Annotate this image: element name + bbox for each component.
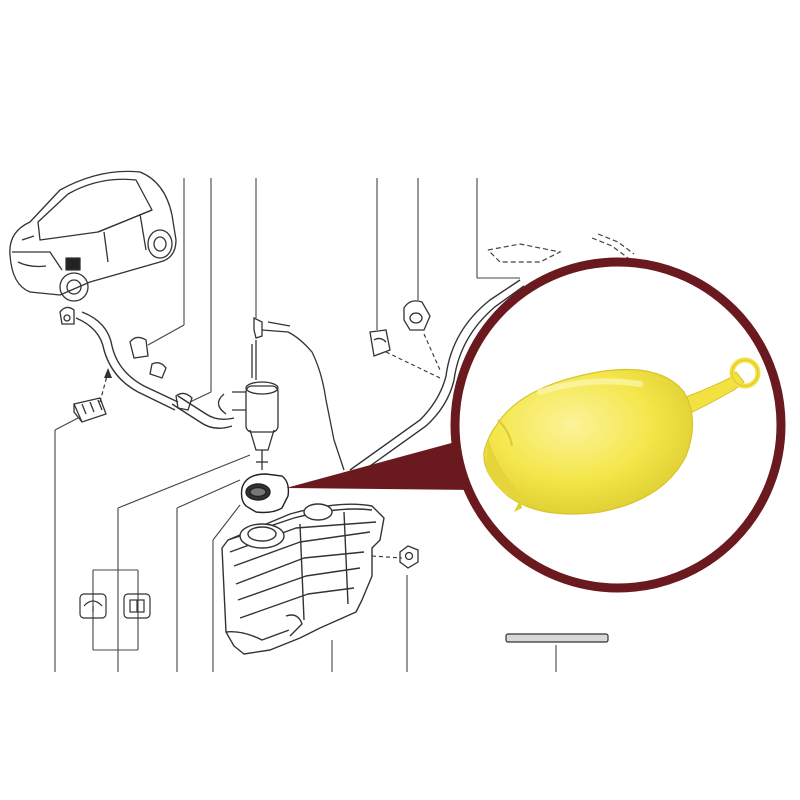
callout-pointer bbox=[286, 438, 476, 490]
leader-lines bbox=[54, 178, 557, 672]
washer-reservoir-icon bbox=[221, 503, 385, 655]
car-overview-icon bbox=[9, 170, 177, 302]
hose-connector-icon bbox=[129, 336, 193, 411]
reservoir-cap-icon bbox=[240, 473, 290, 514]
hose-section-icon bbox=[75, 311, 235, 429]
arrow-head-icon bbox=[104, 368, 112, 378]
hose-clip-icon bbox=[73, 397, 107, 423]
hose-clip-icon bbox=[369, 300, 431, 357]
fixing-nut-icon bbox=[399, 545, 419, 569]
hose-section-icon bbox=[251, 316, 345, 471]
hose-section-icon bbox=[349, 279, 525, 477]
dashed-pointer bbox=[385, 333, 441, 379]
washer-pump-icon bbox=[217, 381, 279, 470]
front-washer-symbol-icon bbox=[123, 593, 151, 619]
dashed-pointer bbox=[371, 555, 403, 559]
hose-section-icon bbox=[505, 633, 609, 643]
dashed-pointer bbox=[99, 371, 109, 403]
reservoir-cap-zoom-icon bbox=[483, 357, 761, 515]
rear-washer-symbol-icon bbox=[79, 593, 107, 619]
washer-nozzle-icon bbox=[59, 306, 75, 325]
